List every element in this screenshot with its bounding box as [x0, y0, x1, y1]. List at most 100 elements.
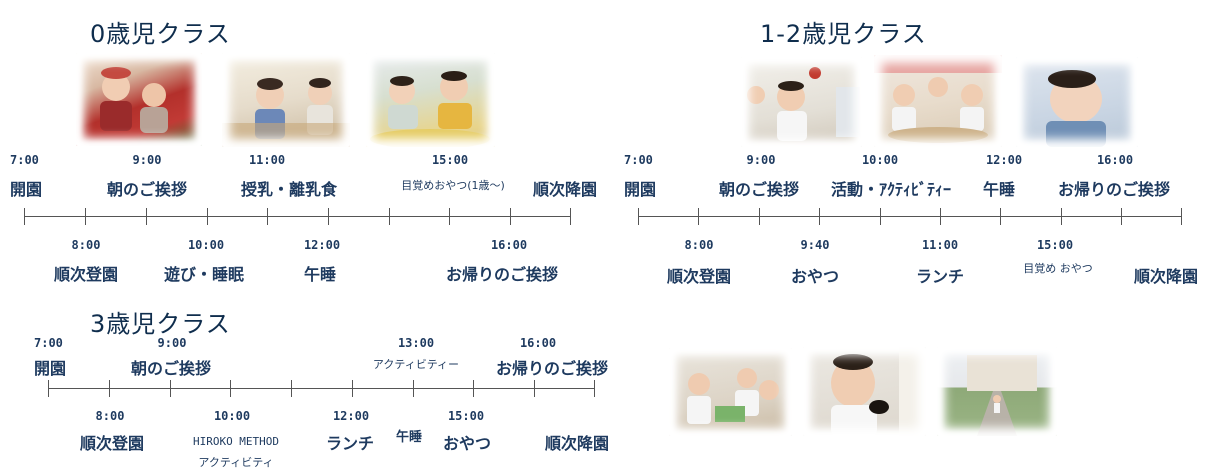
class12-tick: [698, 208, 699, 225]
class12-tick: [1121, 208, 1122, 225]
class12-top-label-3: 活動・ｱｸﾃｨﾋﾞﾃｨｰ: [830, 180, 952, 199]
class0-top-time-4: 15:00: [431, 153, 469, 167]
class3-bottom-sub-2: アクティビティ: [198, 456, 274, 469]
class3-bottom-time-5: 15:00: [447, 409, 485, 423]
class0-top-label-3: 授乳・離乳食: [240, 180, 338, 199]
class3-top-label-4: お帰りのご挨拶: [495, 359, 609, 378]
class0-end-label: 順次降園: [533, 180, 598, 199]
class12-bottom-time-1: 8:00: [684, 238, 714, 252]
class3-photo-2: [803, 347, 926, 436]
class0-top-label-2: 朝のご挨拶: [106, 180, 188, 199]
class0-photo-1: [76, 53, 202, 146]
class3-tick: [230, 380, 231, 397]
class0-tick: [510, 208, 511, 225]
class3-bottom-label-2: HIROKO METHOD: [192, 435, 280, 448]
class0-top-label-1: 開園: [10, 180, 43, 199]
class12-bottom-time-3: 11:00: [921, 238, 959, 252]
class0-top-time-3: 11:00: [248, 153, 286, 167]
class0-tick: [449, 208, 450, 225]
class3-tick: [473, 380, 474, 397]
class0-photo-2: [222, 53, 350, 147]
class12-photo-2: [874, 55, 1002, 147]
class3-top-time-3: 13:00: [397, 336, 435, 350]
class3-tick: [170, 380, 171, 397]
class12-bottom-time-4: 15:00: [1036, 238, 1074, 252]
class12-timeline-axis: [638, 216, 1182, 217]
class12-tick: [1061, 208, 1062, 225]
class3-top-label-3: アクティビティー: [372, 358, 460, 371]
class3-bottom-time-2: 10:00: [213, 409, 251, 423]
class3-tick: [352, 380, 353, 397]
class3-top-label-2: 朝のご挨拶: [130, 359, 212, 378]
class12-bottom-label-3: ランチ: [915, 267, 965, 286]
class3-tick: [48, 380, 49, 397]
class12-top-time-3: 10:00: [861, 153, 899, 167]
class3-top-time-1: 7:00: [34, 336, 63, 350]
class12-bottom-label-1: 順次登園: [666, 267, 732, 286]
class0-tick: [267, 208, 268, 225]
class3-photo-1: [669, 348, 792, 436]
class12-photo-3: [1016, 57, 1138, 147]
class3-tick: [413, 380, 414, 397]
class0-tick: [146, 208, 147, 225]
class0-bottom-label-1: 順次登園: [53, 265, 119, 284]
class0-bottom-time-1: 8:00: [71, 238, 101, 252]
class3-end-label: 順次降園: [545, 434, 610, 453]
class0-title: 0歳児クラス: [90, 20, 231, 48]
class3-bottom-label-5: おやつ: [442, 434, 492, 453]
class0-timeline-axis: [24, 216, 571, 217]
class12-tick: [940, 208, 941, 225]
class12-title: 1-2歳児クラス: [760, 20, 927, 48]
class12-tick: [1000, 208, 1001, 225]
class12-bottom-label-2: おやつ: [790, 267, 840, 286]
class12-tick: [638, 208, 639, 225]
class3-bottom-nap: 午睡: [395, 430, 423, 445]
class0-tick: [328, 208, 329, 225]
class12-tick: [1181, 208, 1182, 225]
class12-photo-1: [741, 57, 862, 147]
class0-tick: [389, 208, 390, 225]
class0-bottom-time-4: 16:00: [490, 238, 528, 252]
class0-tick: [570, 208, 571, 225]
class3-bottom-time-1: 8:00: [95, 409, 125, 423]
class3-bottom-label-1: 順次登園: [79, 434, 145, 453]
class3-tick: [534, 380, 535, 397]
class3-title: 3歳児クラス: [90, 310, 231, 338]
class3-timeline-axis: [48, 388, 595, 389]
class12-top-time-1: 7:00: [624, 153, 653, 167]
class0-tick: [207, 208, 208, 225]
class0-top-label-4: 目覚めおやつ(1歳～): [401, 179, 505, 192]
class3-top-label-1: 開園: [34, 359, 67, 378]
class12-tick: [880, 208, 881, 225]
class0-bottom-time-2: 10:00: [187, 238, 225, 252]
class0-bottom-time-3: 12:00: [303, 238, 341, 252]
class3-bottom-time-3: 12:00: [332, 409, 370, 423]
class3-top-time-4: 16:00: [519, 336, 557, 350]
class0-bottom-label-3: 午睡: [303, 265, 337, 284]
class12-end-label: 順次降園: [1134, 267, 1199, 286]
class3-top-time-2: 9:00: [157, 336, 187, 350]
class0-tick: [24, 208, 25, 225]
class3-photo-3: [937, 347, 1057, 436]
class12-top-time-2: 9:00: [746, 153, 776, 167]
class12-top-label-2: 朝のご挨拶: [718, 180, 800, 199]
class0-tick: [85, 208, 86, 225]
class0-bottom-label-2: 遊び・睡眠: [163, 265, 245, 284]
class12-top-time-4: 12:00: [985, 153, 1023, 167]
class0-photo-3: [366, 53, 495, 147]
class12-bottom-time-2: 9:40: [800, 238, 830, 252]
class3-tick: [291, 380, 292, 397]
class12-top-time-5: 16:00: [1096, 153, 1134, 167]
class0-bottom-label-4: お帰りのご挨拶: [445, 265, 559, 284]
class12-top-label-4: 午睡: [982, 180, 1016, 199]
class3-bottom-label-3: ランチ: [325, 434, 375, 453]
class12-tick: [819, 208, 820, 225]
class12-tick: [759, 208, 760, 225]
class12-bottom-label-4: 目覚め おやつ: [1023, 262, 1093, 275]
class0-top-time-2: 9:00: [132, 153, 162, 167]
class12-top-label-5: お帰りのご挨拶: [1057, 180, 1171, 199]
class3-tick: [594, 380, 595, 397]
class0-top-time-1: 7:00: [10, 153, 39, 167]
class12-top-label-1: 開園: [624, 180, 657, 199]
class3-tick: [109, 380, 110, 397]
